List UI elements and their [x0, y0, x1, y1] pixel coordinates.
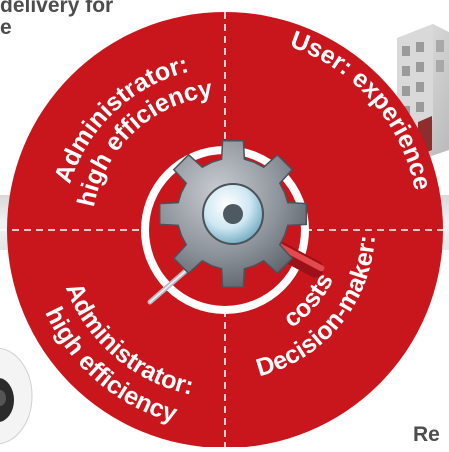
gear-icon [158, 139, 308, 289]
bottom-fragment: Re [413, 423, 440, 446]
top-fragment-line1: delivery for [0, 0, 114, 17]
top-fragment-line2: e [0, 16, 12, 39]
device-image [0, 347, 33, 445]
